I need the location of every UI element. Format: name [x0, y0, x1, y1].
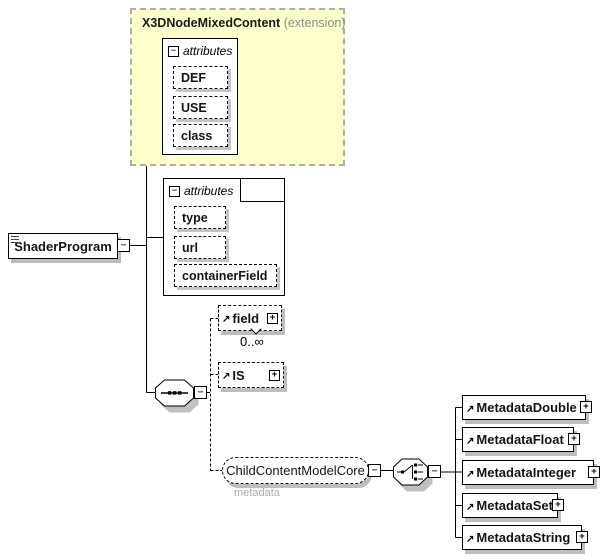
reference-arrow-icon: ↗ [466, 501, 475, 513]
attribute-USE[interactable]: USE [173, 96, 228, 119]
reference-arrow-icon: ↗ [466, 435, 475, 447]
expand-icon[interactable]: + [267, 312, 278, 324]
element-field[interactable]: ↗ field + [218, 305, 282, 331]
group-ChildContentModelCore[interactable]: ChildContentModelCore [222, 457, 369, 484]
reference-arrow-icon: ↗ [222, 371, 231, 382]
group-annotation: metadata [234, 487, 280, 499]
group-name: ChildContentModelCore [226, 463, 365, 478]
element-attributes-panel: − attributes type url containerField [163, 178, 285, 296]
element-name: MetadataFloat [476, 432, 564, 447]
element-MetadataString[interactable]: ↗ MetadataString + [462, 525, 588, 550]
attributes-label: attributes [184, 184, 234, 198]
tab-step-vertical [240, 179, 241, 201]
collapse-icon[interactable]: − [194, 386, 207, 399]
reference-arrow-icon: ↗ [466, 533, 475, 545]
reference-arrow-icon: ↗ [222, 314, 231, 325]
element-name: MetadataDouble [476, 400, 577, 415]
element-name: MetadataInteger [476, 465, 577, 480]
expand-icon[interactable]: + [576, 531, 588, 543]
element-name: MetadataSet [476, 498, 553, 513]
element-MetadataDouble[interactable]: ↗ MetadataDouble + [462, 395, 592, 420]
extension-title-name: X3DNodeMixedContent [142, 16, 281, 30]
choice-icon[interactable] [393, 458, 435, 492]
expand-icon[interactable]: + [552, 499, 564, 511]
attributes-header: − attributes [168, 44, 232, 58]
expand-icon[interactable]: + [269, 369, 280, 381]
element-IS[interactable]: ↗ IS + [218, 362, 284, 388]
element-MetadataSet[interactable]: ↗ MetadataSet + [462, 493, 564, 518]
attribute-url[interactable]: url [174, 236, 226, 259]
sequence-icon[interactable] [155, 379, 201, 413]
attribute-DEF[interactable]: DEF [173, 66, 228, 89]
attributes-label: attributes [183, 44, 233, 58]
expand-icon[interactable]: + [568, 433, 580, 445]
element-name: field [232, 310, 260, 326]
attribute-type[interactable]: type [174, 206, 226, 229]
collapse-icon[interactable]: − [428, 465, 441, 478]
extension-attributes-panel: − attributes DEF USE class [162, 38, 238, 155]
expand-icon[interactable]: + [588, 466, 600, 478]
collapse-icon[interactable]: − [368, 464, 381, 477]
collapse-icon[interactable]: − [169, 185, 180, 197]
attribute-class[interactable]: class [173, 124, 228, 147]
extension-title: X3DNodeMixedContent (extension) [142, 16, 346, 30]
element-name: ShaderProgram [14, 238, 112, 254]
extension-title-suffix: (extension) [283, 16, 346, 30]
attribute-containerField[interactable]: containerField [174, 264, 277, 287]
collapse-icon[interactable]: − [168, 45, 179, 57]
expand-icon[interactable]: + [580, 401, 592, 413]
reference-arrow-icon: ↗ [466, 403, 475, 415]
element-MetadataFloat[interactable]: ↗ MetadataFloat + [462, 427, 580, 452]
element-MetadataInteger[interactable]: ↗ MetadataInteger + [462, 460, 600, 485]
element-name: IS [232, 367, 245, 383]
tab-step-horizontal [240, 201, 284, 202]
collapse-icon[interactable]: − [117, 239, 130, 252]
annotation-icon [11, 236, 19, 243]
element-name: MetadataString [476, 530, 571, 545]
attributes-header: − attributes [169, 184, 233, 198]
reference-arrow-icon: ↗ [466, 468, 475, 480]
occurrence-label: 0..∞ [240, 334, 264, 349]
element-ShaderProgram[interactable]: ShaderProgram [8, 233, 118, 259]
